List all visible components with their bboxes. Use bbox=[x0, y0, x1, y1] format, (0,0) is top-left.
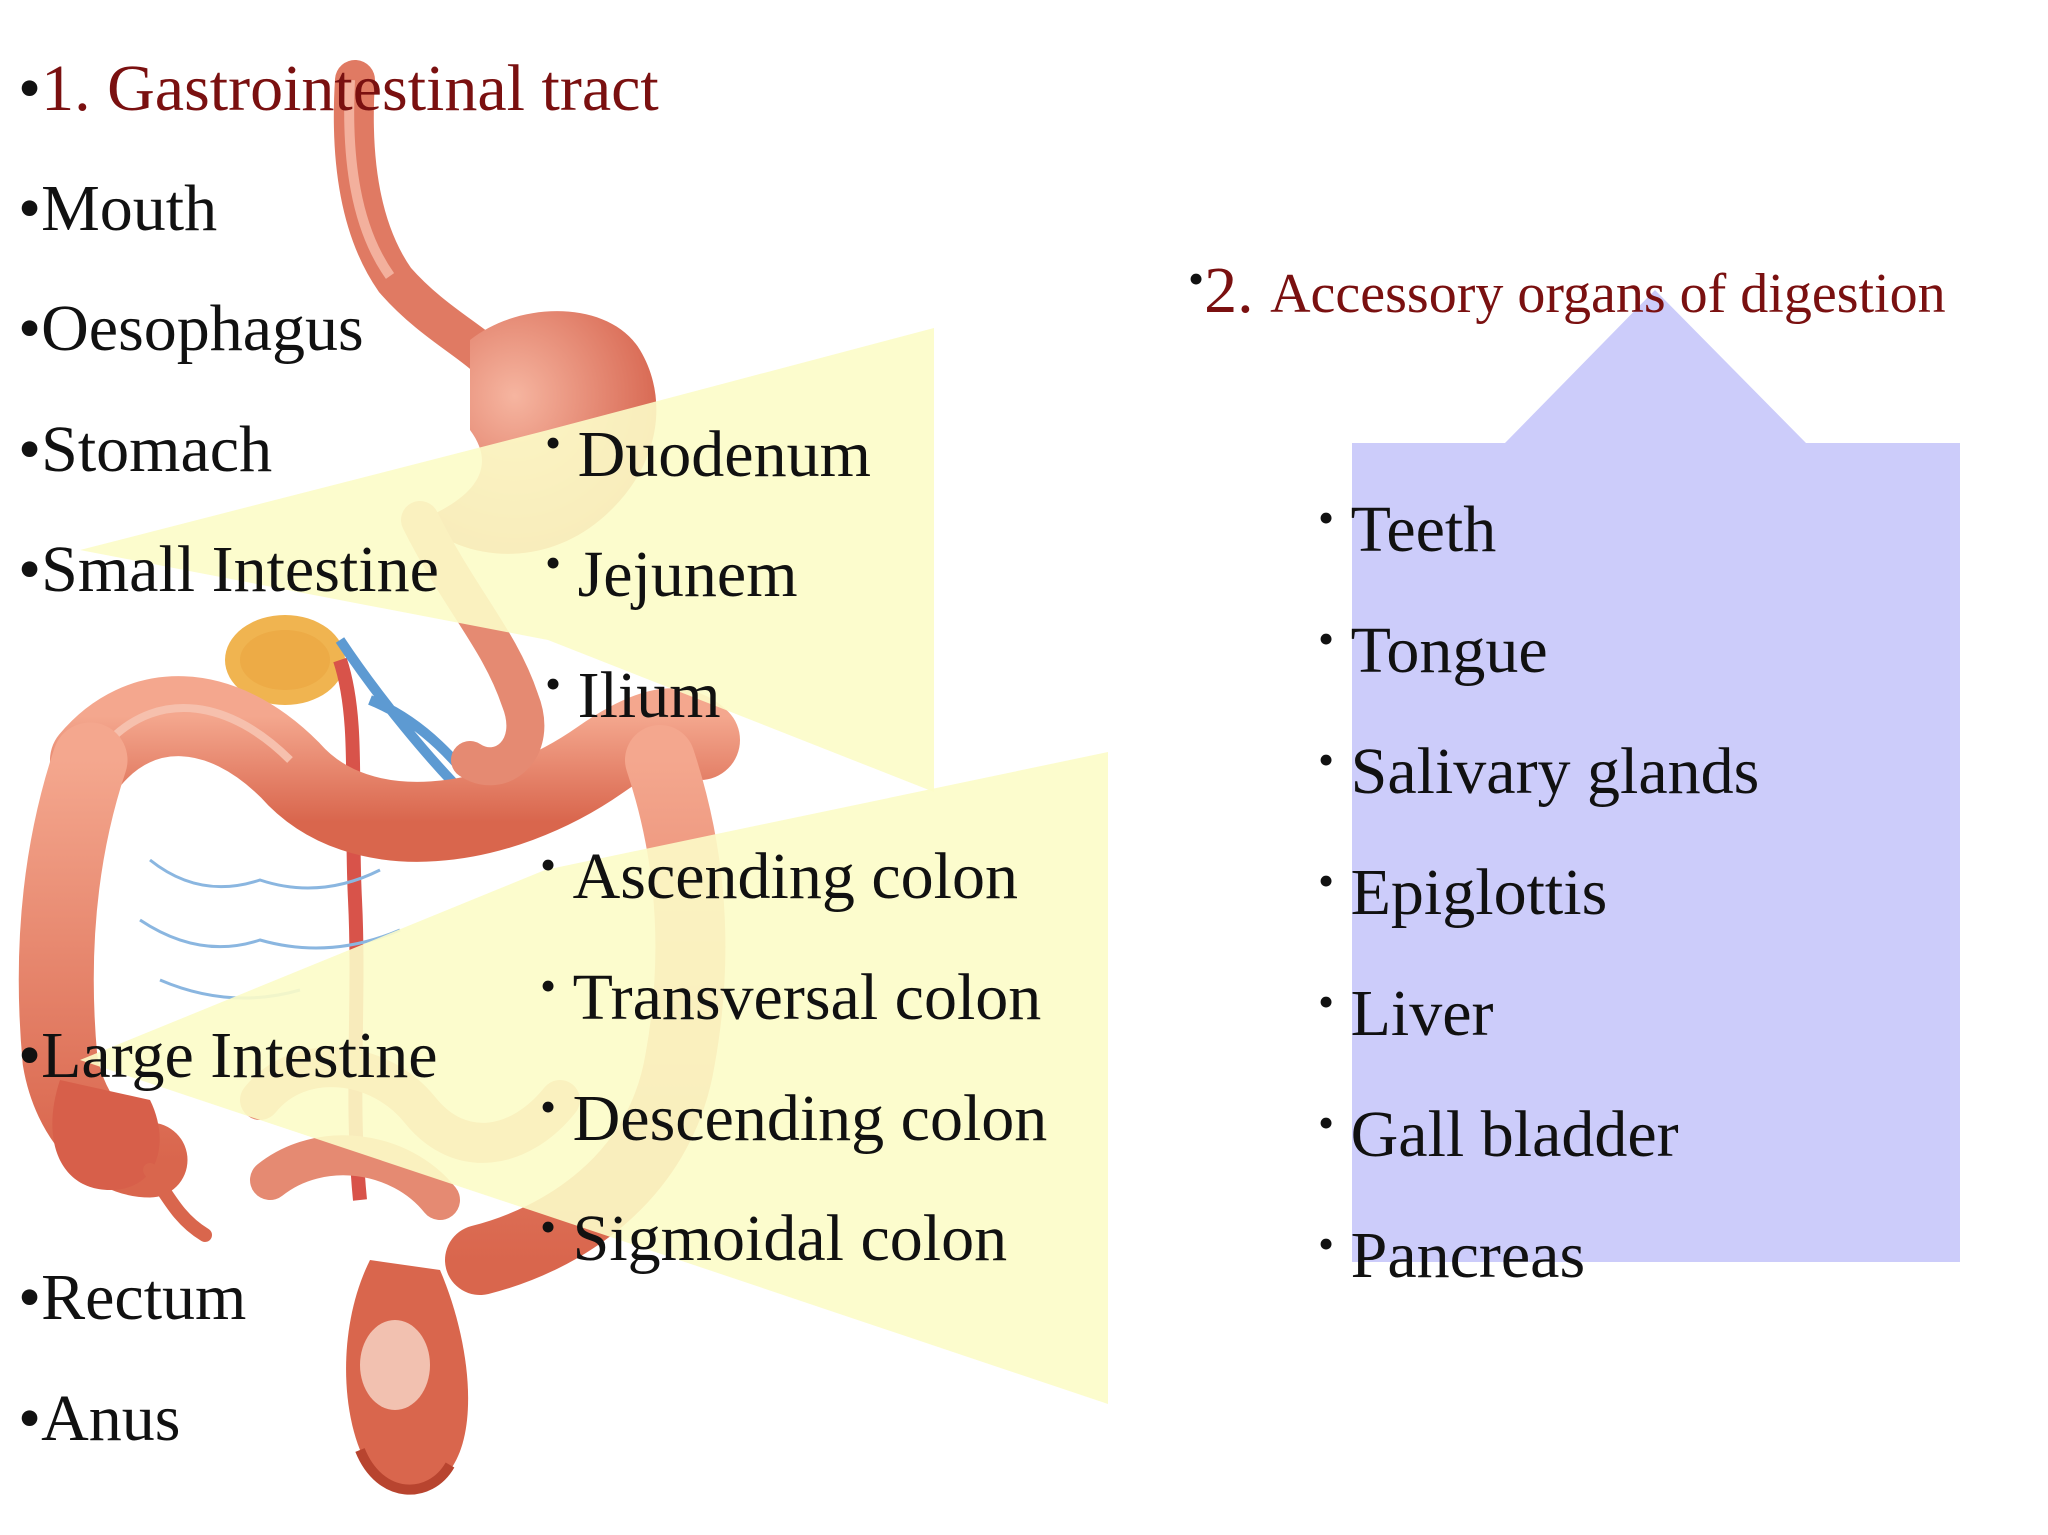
gi-heading-number: 1. bbox=[41, 52, 91, 125]
anus-shape bbox=[355, 1447, 455, 1495]
gi-heading-text: Gastrointestinal tract bbox=[107, 52, 659, 125]
gi-item-oesophagus: •Oesophagus bbox=[18, 292, 364, 365]
gi-item-large-intestine: •Large Intestine bbox=[18, 1019, 438, 1092]
small-intestine-part: • Duodenum bbox=[545, 417, 871, 491]
accessory-heading-text: Accessory organs of digestion bbox=[1270, 263, 1946, 325]
gi-item-anus: •Anus bbox=[18, 1382, 181, 1455]
accessory-heading-number: 2. bbox=[1204, 254, 1254, 327]
gi-item-stomach: •Stomach bbox=[18, 413, 273, 486]
gi-item-mouth: •Mouth bbox=[18, 172, 218, 245]
cecum-shape bbox=[52, 1080, 160, 1190]
large-intestine-part: • Transversal colon bbox=[540, 960, 1042, 1034]
large-intestine-part: • Ascending colon bbox=[540, 839, 1019, 913]
accessory-item: • Teeth bbox=[1318, 492, 1497, 566]
large-intestine-part: • Sigmoidal colon bbox=[540, 1201, 1008, 1275]
appendix-shape bbox=[143, 1163, 212, 1242]
accessory-item: • Gall bladder bbox=[1318, 1097, 1679, 1171]
accessory-item: • Epiglottis bbox=[1318, 855, 1608, 929]
accessory-item: • Pancreas bbox=[1318, 1218, 1586, 1292]
small-intestine-part: • Jejunem bbox=[545, 537, 798, 611]
heading-bullet: • bbox=[18, 52, 42, 125]
accessory-item: • Tongue bbox=[1318, 613, 1548, 687]
small-intestine-part: • Ilium bbox=[545, 658, 721, 732]
gi-item-rectum: •Rectum bbox=[18, 1261, 247, 1334]
accessory-item: • Salivary glands bbox=[1318, 734, 1760, 808]
oesophagus-highlight bbox=[344, 79, 395, 279]
heading-bullet: • bbox=[1188, 253, 1205, 304]
accessory-item: • Liver bbox=[1318, 976, 1494, 1050]
gi-item-small-intestine: •Small Intestine bbox=[18, 533, 439, 606]
accessory-heading: •2. Accessory organs of digestion bbox=[1188, 256, 1946, 324]
large-intestine-part: • Descending colon bbox=[540, 1081, 1048, 1155]
gi-tract-heading: •1. Gastrointestinal tract bbox=[18, 56, 659, 122]
